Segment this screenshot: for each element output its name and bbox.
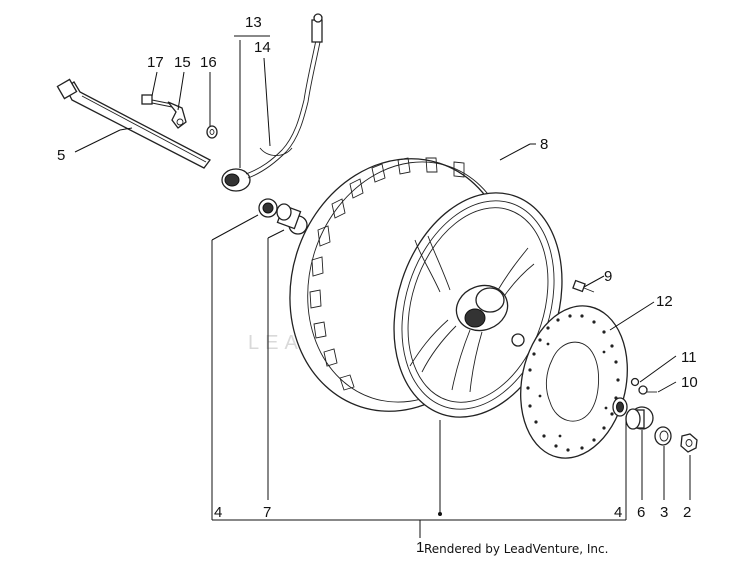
callout-17: 17 [147,54,164,71]
washer-11-part [630,377,640,387]
washer-16-part [206,125,218,139]
seal-4-right-part [612,397,628,417]
callout-9: 9 [604,268,612,285]
screw-10-part [638,385,657,395]
callout-3: 3 [660,504,668,521]
spacer-6-part [625,406,654,430]
callout-11: 11 [681,349,697,366]
callout-4-right: 4 [614,504,622,521]
callout-8: 8 [540,136,548,153]
brake-disc-part [520,305,628,459]
nut-2-part [680,433,698,453]
callout-labels: 1 2 3 4 4 5 6 7 8 9 10 11 12 13 14 15 16… [57,14,698,556]
callout-7: 7 [263,504,271,521]
callout-10: 10 [681,374,698,391]
callout-14: 14 [254,39,271,56]
callout-5: 5 [57,147,65,164]
callout-2: 2 [683,504,691,521]
bolt-17-part [141,94,173,108]
bolt-9-part [572,279,595,293]
callout-12: 12 [656,293,673,310]
callout-6: 6 [637,504,645,521]
callout-4-left: 4 [214,504,222,521]
leader-lines [74,35,691,538]
axle-part [56,78,211,169]
render-credit: Rendered by LeadVenture, Inc. [424,542,608,556]
callout-1: 1 [416,539,424,556]
seal-4-left-part [258,198,278,218]
spacer-7-part [276,203,308,235]
speedo-drive-part [221,13,323,192]
callout-15: 15 [174,54,191,71]
callout-16: 16 [200,54,217,71]
callout-13: 13 [245,14,262,31]
washer-3-part [654,426,672,446]
clamp-15-part [167,101,187,129]
wheel-tire-part [289,157,563,418]
